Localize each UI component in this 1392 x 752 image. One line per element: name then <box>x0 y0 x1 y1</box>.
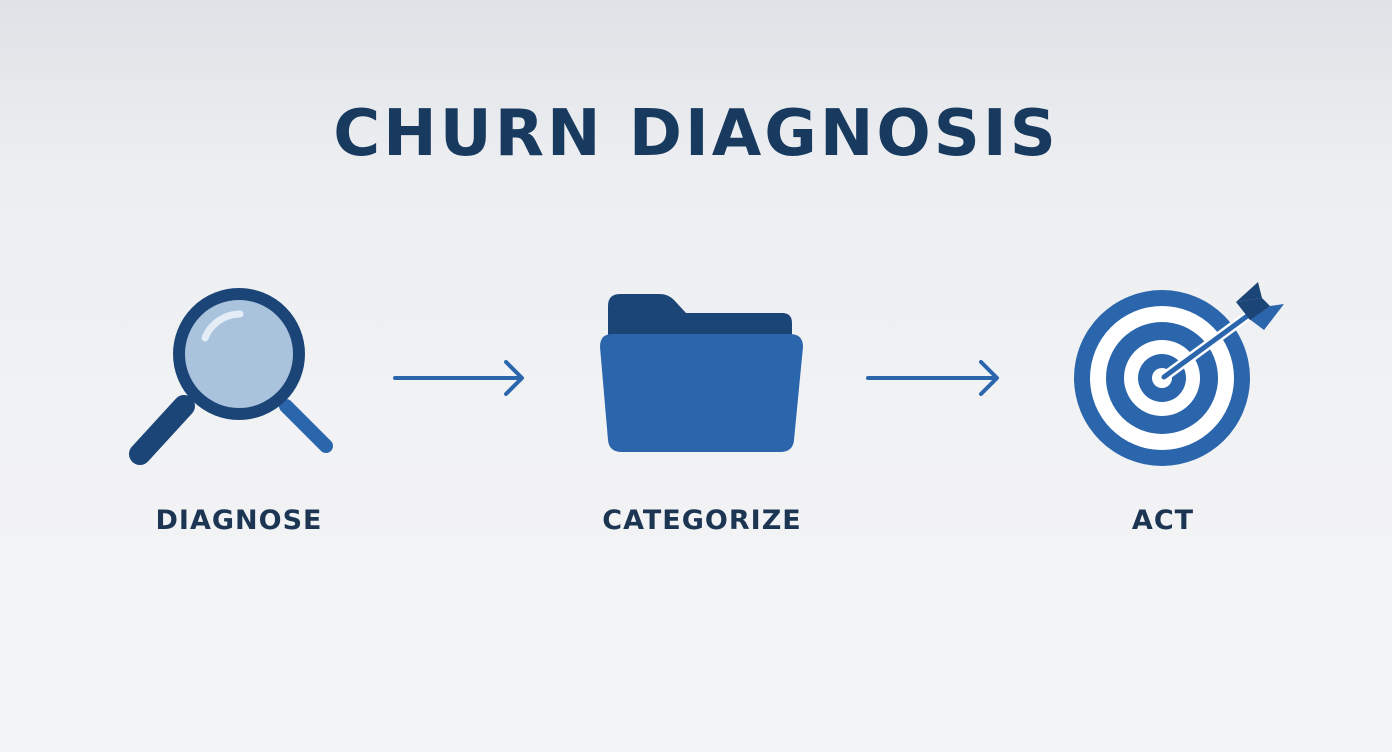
folder-icon <box>600 294 803 452</box>
step-label-categorize: CATEGORIZE <box>602 505 802 536</box>
step-label-act: ACT <box>1131 505 1195 536</box>
step-label-diagnose: DIAGNOSE <box>155 505 323 536</box>
flow-arrow-1 <box>393 360 524 396</box>
target-arrow-icon <box>1159 282 1284 382</box>
page-title: CHURN DIAGNOSIS <box>333 97 1059 171</box>
flow-arrow-2 <box>866 360 999 396</box>
magnifying-glass-icon <box>129 288 333 465</box>
